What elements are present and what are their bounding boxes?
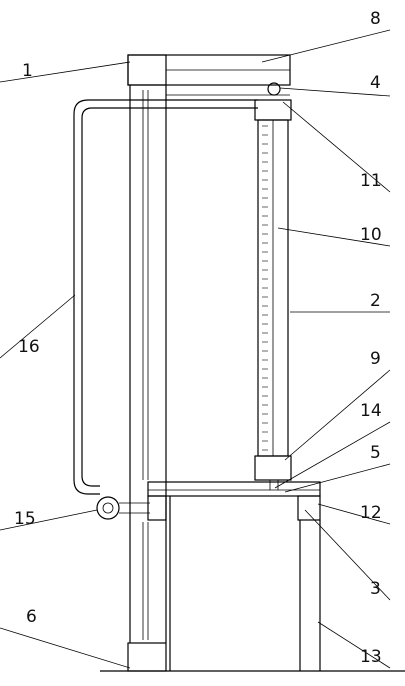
label-1: 1 bbox=[22, 61, 33, 81]
label-13: 13 bbox=[360, 647, 382, 667]
cylinder-bottom-cap bbox=[254, 455, 292, 481]
platform bbox=[147, 481, 321, 497]
leader-10 bbox=[277, 227, 391, 247]
label-2: 2 bbox=[370, 291, 381, 311]
loop-tube-inner bbox=[81, 107, 258, 487]
pulley bbox=[96, 496, 120, 520]
right-support-block bbox=[297, 495, 321, 521]
loop-tube-outer bbox=[73, 99, 258, 495]
cylinder-scale bbox=[262, 125, 268, 451]
leader-11 bbox=[282, 101, 391, 193]
pulley-hub bbox=[102, 502, 114, 514]
label-16: 16 bbox=[18, 337, 40, 357]
label-6: 6 bbox=[26, 607, 37, 627]
top-block bbox=[127, 54, 167, 86]
cylinder-top-cap bbox=[254, 99, 292, 121]
leader-5 bbox=[284, 463, 391, 493]
leader-12 bbox=[317, 503, 391, 525]
label-5: 5 bbox=[370, 443, 381, 463]
leader-16 bbox=[0, 294, 76, 359]
label-12: 12 bbox=[360, 503, 382, 523]
label-14: 14 bbox=[360, 401, 382, 421]
label-9: 9 bbox=[370, 349, 381, 369]
label-11: 11 bbox=[360, 171, 382, 191]
leader-lines bbox=[0, 29, 391, 669]
leader-3 bbox=[304, 509, 391, 601]
leader-6 bbox=[0, 627, 131, 669]
bottom-block bbox=[127, 642, 167, 672]
top-roller bbox=[267, 82, 281, 96]
leader-8 bbox=[261, 29, 391, 63]
left-support-block bbox=[147, 495, 167, 521]
label-4: 4 bbox=[370, 73, 381, 93]
leader-9 bbox=[284, 369, 391, 461]
leader-4 bbox=[279, 87, 391, 97]
label-10: 10 bbox=[360, 225, 382, 245]
label-8: 8 bbox=[370, 9, 381, 29]
label-3: 3 bbox=[370, 579, 381, 599]
label-15: 15 bbox=[14, 509, 36, 529]
leader-15 bbox=[0, 509, 98, 531]
leader-13 bbox=[317, 621, 391, 669]
leader-1 bbox=[0, 61, 131, 83]
leader-14 bbox=[274, 421, 391, 489]
